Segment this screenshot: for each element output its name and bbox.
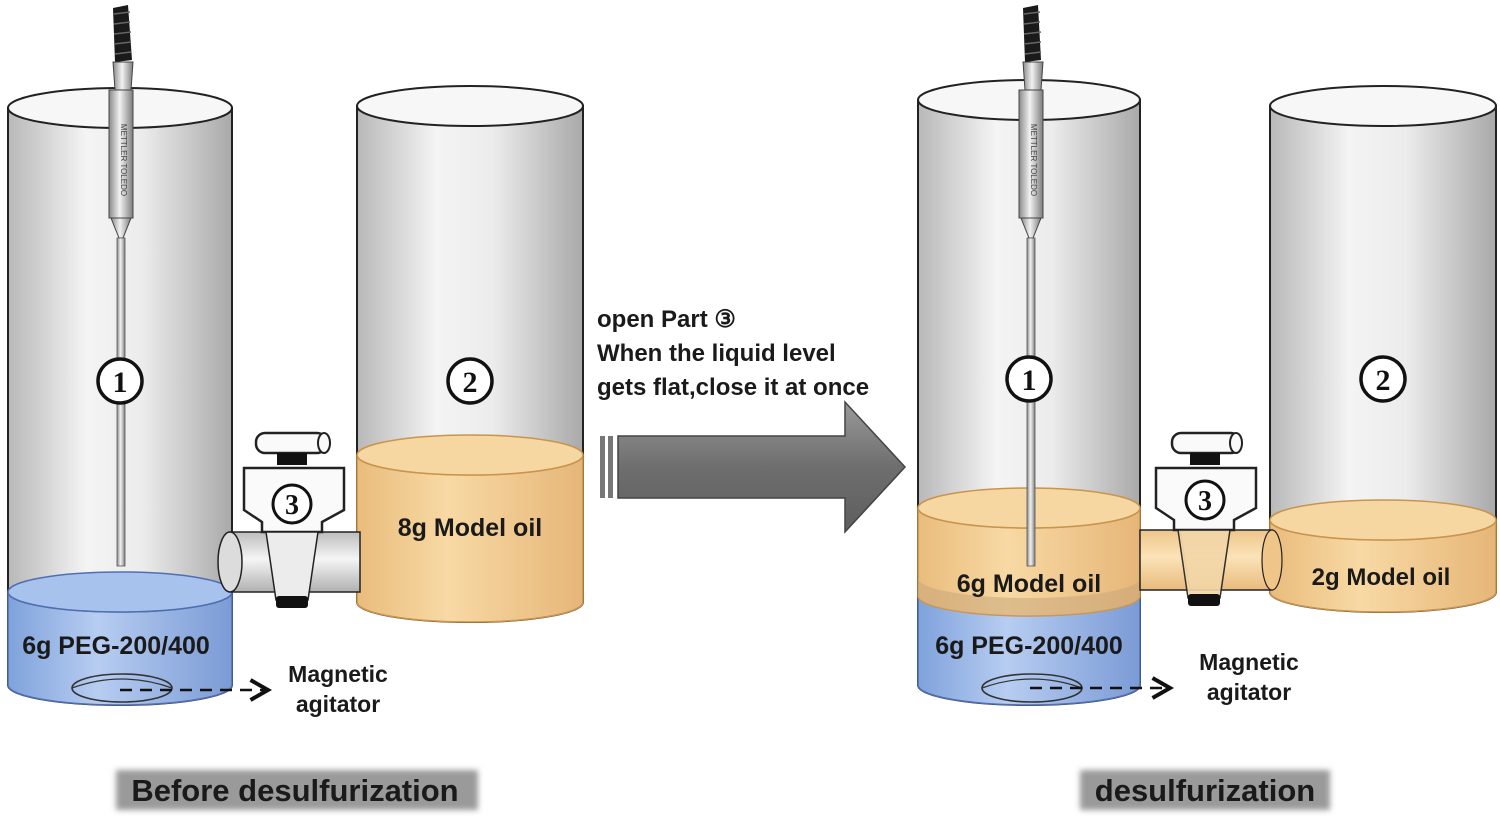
agitator-label-line1-after: Magnetic bbox=[1199, 649, 1299, 675]
column-2-number-circle bbox=[446, 357, 494, 405]
svg-text:METTLER TOLEDO: METTLER TOLEDO bbox=[119, 124, 128, 196]
caption-after: desulfurization bbox=[1095, 773, 1315, 808]
transition-line-2: When the liquid level bbox=[597, 340, 836, 367]
transition-line-1: open Part ③ bbox=[597, 306, 736, 333]
after-setup: 3 METTLER TOLEDO 1 2 6g Model oil 6g PEG… bbox=[917, 5, 1497, 810]
caption-before: Before desulfurization bbox=[131, 773, 458, 808]
column-2-number: 2 bbox=[463, 366, 478, 399]
valve-3-after: 3 bbox=[1154, 431, 1258, 606]
column-2-after bbox=[1269, 85, 1497, 613]
peg-label-before: 6g PEG-200/400 bbox=[22, 632, 210, 660]
transition: open Part ③ When the liquid level gets f… bbox=[597, 306, 907, 534]
column-1-number-circle bbox=[96, 357, 144, 405]
valve-3-number-circle bbox=[271, 483, 313, 525]
valve-3-number: 3 bbox=[285, 490, 299, 521]
oil-label-before: 8g Model oil bbox=[398, 514, 542, 542]
oil-label-after-left: 6g Model oil bbox=[957, 570, 1101, 598]
valve-3-number-after: 3 bbox=[1198, 486, 1212, 517]
transition-line-3: gets flat,close it at once bbox=[597, 374, 869, 401]
peg-liquid-after bbox=[917, 595, 1141, 706]
svg-text:METTLER TOLEDO: METTLER TOLEDO bbox=[1029, 124, 1038, 196]
oil-label-after-right: 2g Model oil bbox=[1312, 564, 1451, 591]
column-1-number-after: 1 bbox=[1022, 364, 1037, 397]
column-2-number-after: 2 bbox=[1376, 364, 1391, 397]
process-arrow-icon bbox=[600, 400, 907, 534]
column-1-number: 1 bbox=[113, 366, 128, 399]
before-setup: 3 METTLER TOLEDO 1 2 6g PEG-200/400 8g M… bbox=[7, 5, 584, 810]
valve-3-before: 3 bbox=[242, 431, 346, 608]
agitator-label-line2-after: agitator bbox=[1207, 679, 1291, 705]
agitator-label-line1-before: Magnetic bbox=[288, 661, 388, 687]
peg-label-after: 6g PEG-200/400 bbox=[935, 632, 1123, 660]
agitator-label-line2-before: agitator bbox=[296, 691, 380, 717]
